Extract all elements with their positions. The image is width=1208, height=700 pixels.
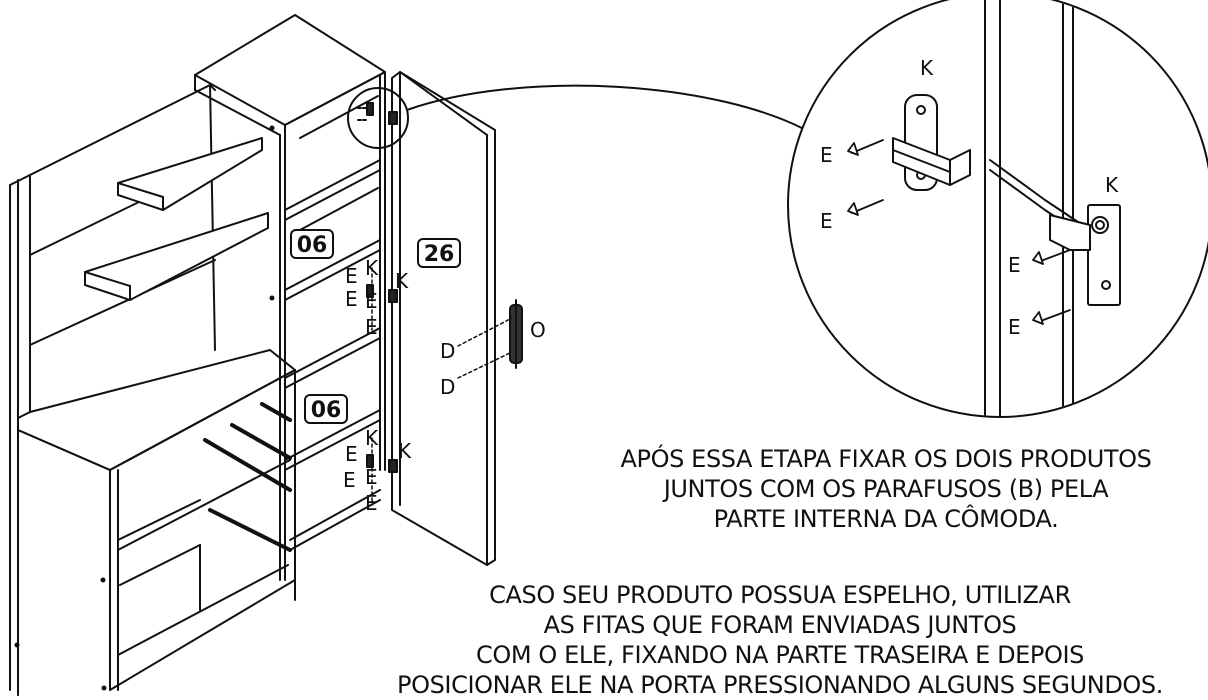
label-e: E: [365, 315, 378, 339]
label-o: O: [530, 318, 546, 342]
label-e: E: [365, 289, 378, 313]
zoom-label-e: E: [820, 143, 833, 167]
note-line: APÓS ESSA ETAPA FIXAR OS DOIS PRODUTOS: [620, 445, 1152, 473]
label-06-upper: 06: [297, 233, 328, 258]
zoom-label-k: K: [920, 56, 934, 80]
assembly-step-note: APÓS ESSA ETAPA FIXAR OS DOIS PRODUTOS J…: [536, 444, 1208, 534]
hutch-unit: [9, 84, 269, 696]
label-e: E: [345, 264, 358, 288]
label-e: E: [343, 468, 356, 492]
note-line: COM O ELE, FIXANDO NA PARTE TRASEIRA E D…: [475, 641, 1085, 669]
label-e: E: [345, 442, 358, 466]
label-26: 26: [424, 242, 455, 267]
label-e: E: [365, 465, 378, 489]
mirror-note: CASO SEU PRODUTO POSSUA ESPELHO, UTILIZA…: [300, 580, 1208, 700]
detail-callout: [347, 84, 816, 149]
label-06-lower: 06: [311, 398, 342, 423]
tall-cabinet: [14, 14, 523, 691]
label-d: D: [440, 339, 455, 363]
label-k: K: [365, 256, 379, 280]
zoom-label-e: E: [1008, 315, 1021, 339]
hinge-detail-zoom: [787, 0, 1208, 418]
label-e: E: [345, 287, 358, 311]
label-k: K: [365, 426, 379, 450]
commode-unit: [17, 349, 296, 696]
note-line: JUNTOS COM OS PARAFUSOS (B) PELA: [663, 475, 1109, 503]
label-e: E: [365, 491, 378, 515]
note-line: PARTE INTERNA DA CÔMODA.: [713, 505, 1059, 533]
zoom-label-k: K: [1105, 173, 1119, 197]
label-k: K: [395, 269, 409, 293]
note-line: POSICIONAR ELE NA PORTA PRESSIONANDO ALG…: [397, 671, 1163, 699]
zoom-label-e: E: [820, 209, 833, 233]
screw-guides: [371, 267, 513, 506]
zoom-label-e: E: [1008, 253, 1021, 277]
label-k: K: [398, 439, 412, 463]
note-line: CASO SEU PRODUTO POSSUA ESPELHO, UTILIZA…: [489, 581, 1071, 609]
note-line: AS FITAS QUE FORAM ENVIADAS JUNTOS: [543, 611, 1017, 639]
part-labels: 06 06 26 K K E E E E K K E E E E D D O K…: [290, 56, 1119, 515]
label-d: D: [440, 375, 455, 399]
